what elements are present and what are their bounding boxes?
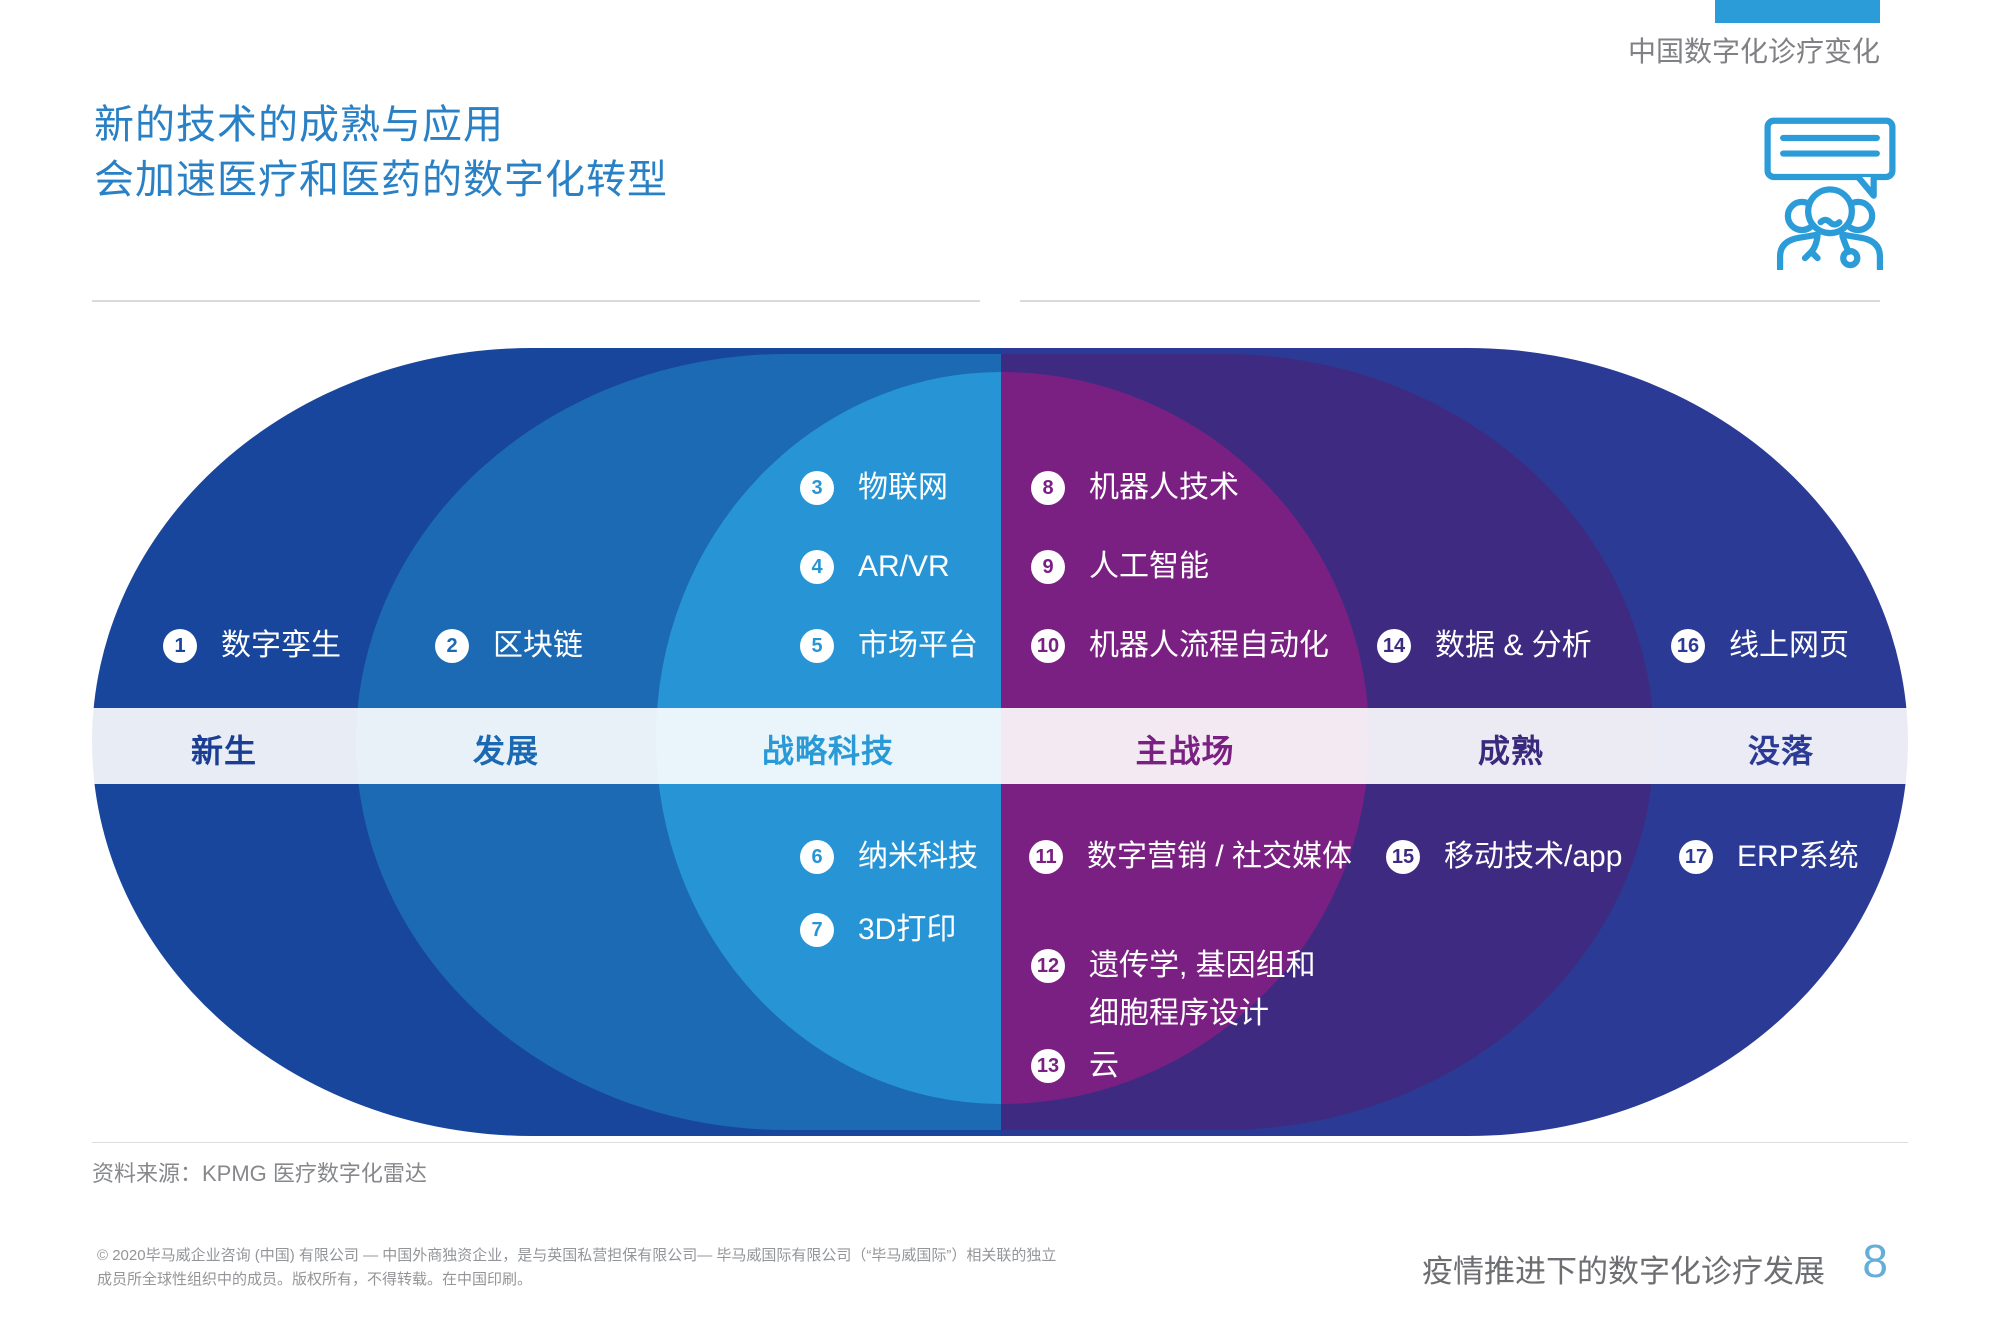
tech-item-5: 5 市场平台 bbox=[800, 629, 978, 663]
footer-divider bbox=[92, 1142, 1908, 1143]
tech-item-11: 11 数字营销 / 社交媒体 bbox=[1029, 840, 1352, 874]
tech-item-16: 16 线上网页 bbox=[1671, 629, 1849, 663]
item-number-badge: 7 bbox=[800, 913, 834, 947]
stage-label-mature: 成熟 bbox=[1477, 733, 1545, 769]
copyright-line1: © 2020毕马威企业咨询 (中国) 有限公司 — 中国外商独资企业，是与英国私… bbox=[97, 1247, 1057, 1264]
tech-item-4: 4 AR/VR bbox=[800, 550, 950, 584]
copyright-line2: 成员所全球性组织中的成员。版权所有，不得转载。在中国印刷。 bbox=[97, 1271, 533, 1288]
page-number: 8 bbox=[1862, 1235, 1888, 1287]
tech-item-10: 10 机器人流程自动化 bbox=[1031, 629, 1329, 663]
page-title-line2: 会加速医疗和医药的数字化转型 bbox=[94, 158, 668, 202]
item-label: 线上网页 bbox=[1729, 629, 1849, 662]
stage-label-declining: 没落 bbox=[1747, 733, 1815, 769]
item-label: 云 bbox=[1089, 1049, 1119, 1082]
stage-label-new: 新生 bbox=[190, 733, 258, 769]
brand-accent-bar bbox=[1715, 0, 1880, 23]
tech-item-12: 12 遗传学, 基因组和细胞程序设计 bbox=[1031, 949, 1316, 1038]
tech-item-13: 13 云 bbox=[1031, 1049, 1119, 1083]
item-number-badge: 1 bbox=[163, 629, 197, 663]
item-number-badge: 15 bbox=[1386, 840, 1420, 874]
stage-label-strategic: 战略科技 bbox=[761, 733, 895, 769]
title-divider-right bbox=[1020, 300, 1880, 302]
item-number-badge: 6 bbox=[800, 840, 834, 874]
tech-item-8: 8 机器人技术 bbox=[1031, 471, 1239, 505]
item-number-badge: 2 bbox=[435, 629, 469, 663]
tech-item-17: 17 ERP系统 bbox=[1679, 840, 1859, 874]
stage-axis-band bbox=[92, 708, 1908, 784]
tech-item-6: 6 纳米科技 bbox=[800, 840, 978, 874]
item-label: 机器人技术 bbox=[1089, 471, 1239, 504]
doctor-consult-icon bbox=[1764, 117, 1896, 270]
item-label: 遗传学, 基因组和细胞程序设计 bbox=[1089, 949, 1316, 1030]
tech-item-3: 3 物联网 bbox=[800, 471, 948, 505]
item-number-badge: 14 bbox=[1377, 629, 1411, 663]
item-number-badge: 17 bbox=[1679, 840, 1713, 874]
item-number-badge: 12 bbox=[1031, 949, 1065, 983]
tech-item-14: 14 数据 & 分析 bbox=[1377, 629, 1592, 663]
item-label: 数字营销 / 社交媒体 bbox=[1087, 840, 1353, 873]
title-divider-left bbox=[92, 300, 980, 302]
item-label: 机器人流程自动化 bbox=[1089, 629, 1329, 662]
item-label: 数字孪生 bbox=[221, 629, 341, 662]
item-number-badge: 13 bbox=[1031, 1049, 1065, 1083]
tech-item-2: 2 区块链 bbox=[435, 629, 583, 663]
tech-item-1: 1 数字孪生 bbox=[163, 629, 341, 663]
item-number-badge: 10 bbox=[1031, 629, 1065, 663]
tech-item-15: 15 移动技术/app bbox=[1386, 840, 1622, 874]
page-title: 新的技术的成熟与应用 会加速医疗和医药的数字化转型 bbox=[94, 98, 668, 208]
item-label: 区块链 bbox=[493, 629, 583, 662]
item-label: 市场平台 bbox=[858, 629, 978, 662]
item-label: 人工智能 bbox=[1089, 550, 1209, 583]
item-number-badge: 5 bbox=[800, 629, 834, 663]
item-label: 数据 & 分析 bbox=[1435, 629, 1592, 662]
item-label: AR/VR bbox=[858, 550, 950, 583]
stage-label-developing: 发展 bbox=[472, 733, 540, 769]
item-number-badge: 3 bbox=[800, 471, 834, 505]
item-number-badge: 9 bbox=[1031, 550, 1065, 584]
tech-item-9: 9 人工智能 bbox=[1031, 550, 1209, 584]
item-number-badge: 8 bbox=[1031, 471, 1065, 505]
item-label: 移动技术/app bbox=[1444, 840, 1623, 873]
item-number-badge: 16 bbox=[1671, 629, 1705, 663]
source-note: 资料来源：KPMG 医疗数字化雷达 bbox=[92, 1161, 427, 1186]
item-number-badge: 11 bbox=[1029, 840, 1063, 874]
item-label: 纳米科技 bbox=[858, 840, 978, 873]
section-header: 中国数字化诊疗变化 bbox=[1627, 36, 1880, 67]
document-title: 疫情推进下的数字化诊疗发展 bbox=[1422, 1254, 1825, 1289]
item-label: 3D打印 bbox=[858, 913, 957, 946]
stage-label-battleground: 主战场 bbox=[1135, 733, 1235, 769]
copyright-note: © 2020毕马威企业咨询 (中国) 有限公司 — 中国外商独资企业，是与英国私… bbox=[97, 1244, 1056, 1292]
tech-item-7: 7 3D打印 bbox=[800, 913, 956, 947]
item-label: 物联网 bbox=[858, 471, 948, 504]
page-title-line1: 新的技术的成熟与应用 bbox=[94, 103, 504, 147]
item-label: ERP系统 bbox=[1737, 840, 1859, 873]
item-number-badge: 4 bbox=[800, 550, 834, 584]
